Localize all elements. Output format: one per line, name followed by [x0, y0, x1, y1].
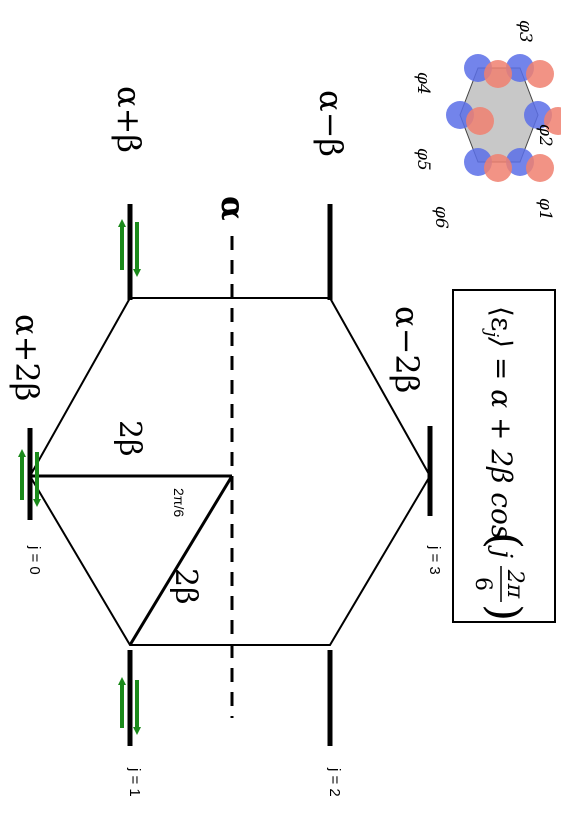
phi2-label: φ2: [535, 124, 555, 147]
phi1-label: φ1: [535, 198, 555, 221]
energy-formula: ⟨εj⟩ = α + 2β cos ( j 2π 6 ): [470, 306, 530, 621]
phi3-label: φ3: [515, 20, 535, 43]
formula-rhs: ⟩ = α + 2β cos: [485, 336, 518, 539]
label-j1: j = 1: [126, 767, 143, 797]
electron-pair-plus-beta-a: [118, 219, 141, 277]
label-j2: j = 2: [326, 767, 343, 797]
label-alpha: α: [214, 196, 252, 221]
svg-text:⟨εj⟩ = α + 2β cos: ⟨εj⟩ = α + 2β cos: [481, 306, 518, 539]
formula-frac-den: 6: [470, 577, 495, 591]
label-alpha-plus-beta: α+β: [110, 86, 148, 153]
radius-line-diagonal: [128, 475, 234, 646]
svg-text:): ): [479, 604, 530, 621]
label-alpha-minus-beta: α−β: [312, 90, 350, 157]
phi5-label: φ5: [413, 148, 433, 171]
electron-pair-plus-beta-b: [118, 677, 141, 735]
label-2beta-horizontal: 2β: [112, 420, 147, 456]
label-j3: j = 3: [426, 545, 443, 575]
label-alpha-plus-2beta: α+2β: [8, 314, 46, 401]
benzene-orbital-inset: φ1 φ2 φ3 φ4 φ5 φ6: [413, 20, 561, 229]
label-alpha-minus-2beta: α−2β: [388, 306, 426, 393]
svg-text:(: (: [479, 532, 530, 549]
frost-hexagon: [28, 297, 432, 646]
formula-frac-num: 2π: [502, 569, 527, 599]
electron-pair-j0: [18, 449, 41, 507]
phi4-label: φ4: [413, 72, 433, 95]
label-2beta-diagonal: 2β: [168, 568, 203, 604]
formula-sub: j: [481, 327, 502, 337]
formula-box: ⟨εj⟩ = α + 2β cos ( j 2π 6 ): [452, 289, 556, 623]
label-angle: 2π/6: [171, 488, 187, 517]
label-j0: j = 0: [26, 545, 43, 575]
formula-lhs: ⟨ε: [485, 306, 518, 331]
phi6-label: φ6: [431, 206, 451, 229]
